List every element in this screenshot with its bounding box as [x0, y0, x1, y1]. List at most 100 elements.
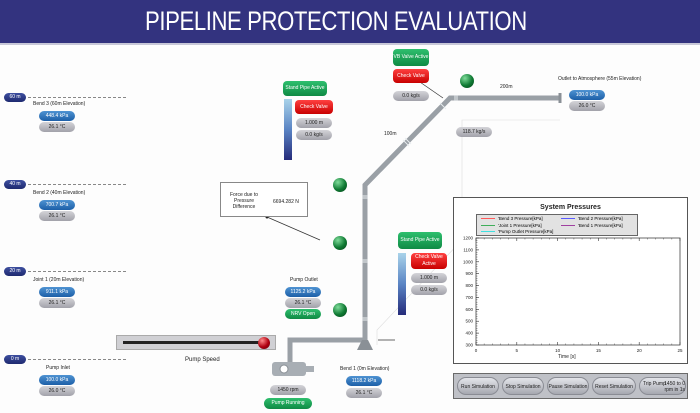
pressure-readout: 911.1 kPa [39, 287, 75, 297]
standpipe-level-gauge [398, 253, 406, 315]
pressure-readout: 1125.2 kPa [285, 287, 321, 297]
standpipe-level: 1.000 m [296, 118, 332, 128]
y-tick-label: 500 [465, 319, 473, 324]
y-tick-label: 900 [465, 271, 473, 276]
node-name: Pump Outlet [290, 277, 318, 283]
reset-simulation-button[interactable]: Reset Simulation [592, 377, 636, 395]
y-tick-label: 700 [465, 295, 473, 300]
chart-legend: 'Bend 3 Pressure[kPa] 'Bend 2 Pressure[kP… [476, 214, 638, 236]
elevation-line [28, 271, 126, 272]
check-valve-status: Check Valve Active [411, 253, 447, 269]
temperature-readout: 26.0 °C [569, 101, 605, 111]
pump-status: Pump Running [264, 398, 312, 409]
temperature-readout: 26.1 °C [285, 298, 321, 308]
check-valve-status: Check Valve Active [393, 69, 429, 93]
status-indicator-light [333, 236, 347, 250]
force-display: Force due to Pressure Difference 6694.28… [220, 182, 308, 217]
standpipe-status: Stand Pipe Active [398, 232, 442, 249]
node-name: Bend 3 (60m Elevation) [33, 101, 86, 107]
y-tick-label: 1000 [463, 259, 474, 264]
bend1-support [357, 340, 373, 350]
stop-simulation-button[interactable]: Stop Simulation [502, 377, 544, 395]
pipeline [287, 93, 562, 362]
temperature-readout: 26.1 °C [346, 388, 382, 398]
legend-swatch [561, 224, 575, 226]
nrv-status: NRV Open [285, 309, 321, 319]
elevation-line [28, 184, 126, 185]
legend-label: 'Pump Outlet Pressure[kPa] [498, 229, 554, 234]
temperature-readout: 26.1 °C [39, 298, 75, 308]
vb-valve-status: VB Valve Active [393, 49, 429, 66]
pressure-readout: 100.0 kPa [39, 375, 75, 385]
legend-swatch [481, 224, 495, 226]
legend-label: 'Bend 2 Pressure[kPa] [578, 216, 623, 221]
legend-swatch [481, 218, 495, 219]
legend-item: 'Bend 3 Pressure[kPa] [481, 216, 543, 221]
pump-discharge-pipe [287, 337, 352, 362]
y-tick-label: 300 [465, 343, 473, 348]
plot-area [475, 237, 681, 346]
temperature-readout: 26.0 °C [39, 386, 75, 396]
x-tick-label: 15 [596, 348, 602, 353]
x-tick-label: 5 [516, 348, 519, 353]
x-tick-label: 25 [677, 348, 683, 353]
node-name: Joint 1 (20m Elevation) [33, 277, 85, 283]
elevation-line [28, 97, 126, 98]
trip-pump-detail: 1450 to 0 rpm in 1s [664, 381, 685, 393]
flow-rate-readout: 118.7 kg/s [456, 127, 492, 137]
system-pressures-chart: System Pressures 'Bend 3 Pressure[kPa]'B… [453, 197, 688, 364]
pause-simulation-button[interactable]: Pause Simulation [547, 377, 589, 395]
legend-item: 'Bend 2 Pressure[kPa] [561, 216, 623, 221]
legend-swatch [481, 231, 495, 232]
pump-speed-label: Pump Speed [185, 357, 220, 363]
main-pipe [352, 95, 560, 343]
pressure-readout: 700.7 kPa [39, 200, 75, 210]
legend-swatch [561, 218, 575, 219]
header-bar: PIPELINE PROTECTION EVALUATION [0, 0, 700, 45]
x-tick-label: 20 [637, 348, 643, 353]
status-indicator-light [333, 178, 347, 192]
standpipe-flow: 0.0 kg/s [296, 130, 332, 140]
pressure-readout: 1118.2 kPa [346, 376, 382, 386]
node-name: Bend 2 (40m Elevation) [33, 190, 86, 196]
status-indicator-light [333, 303, 347, 317]
page-title: PIPELINE PROTECTION EVALUATION [145, 6, 527, 36]
vb-valve-flow: 0.0 kg/s [393, 91, 429, 101]
trip-pump-label: Trip Pump [643, 381, 666, 387]
elevation-badge: 0 m [4, 355, 26, 364]
x-axis-label: Time [s] [558, 354, 576, 360]
pump-body [272, 362, 314, 376]
legend-label: 'Joint 1 Pressure[kPa] [498, 222, 542, 228]
node-name: Bend 1 (0m Elevation) [340, 366, 390, 372]
y-tick-label: 800 [465, 283, 473, 288]
legend-label: 'Bend 1 Pressure[kPa] [578, 222, 623, 228]
elevation-badge: 60 m [4, 93, 26, 102]
temperature-readout: 26.1 °C [39, 211, 75, 221]
legend-item: 'Bend 1 Pressure[kPa] [561, 223, 623, 228]
chart-title: System Pressures [540, 204, 601, 211]
elevation-badge: 20 m [4, 267, 26, 276]
run-simulation-button[interactable]: Run Simulation [457, 377, 499, 395]
legend-item: 'Joint 1 Pressure[kPa] [481, 223, 542, 228]
trip-pump-button[interactable]: Trip Pump 1450 to 0 rpm in 1s [639, 377, 686, 395]
standpipe-level: 1.000 m [411, 273, 447, 283]
node-name: Outlet to Atmosphere (55m Elevation) [558, 76, 642, 82]
annotation-arrows [266, 79, 444, 341]
x-tick-label: 10 [555, 348, 561, 353]
pipe-length-label: 200m [500, 84, 513, 90]
pipe-joints [362, 95, 458, 321]
elevation-badge: 40 m [4, 180, 26, 189]
slider-knob[interactable] [257, 337, 270, 349]
y-tick-label: 400 [465, 331, 473, 336]
y-tick-label: 1200 [463, 236, 474, 241]
force-label: Force due to Pressure Difference [229, 192, 259, 210]
pump-speed-slider[interactable] [116, 335, 276, 350]
temperature-readout: 26.1 °C [39, 122, 75, 132]
slider-rail [123, 341, 268, 344]
x-tick-label: 0 [475, 348, 478, 353]
pipe-length-label: 100m [384, 131, 397, 137]
pressure-readout: 100.0 kPa [569, 90, 605, 100]
simulation-controls: Run Simulation Stop Simulation Pause Sim… [453, 373, 688, 399]
